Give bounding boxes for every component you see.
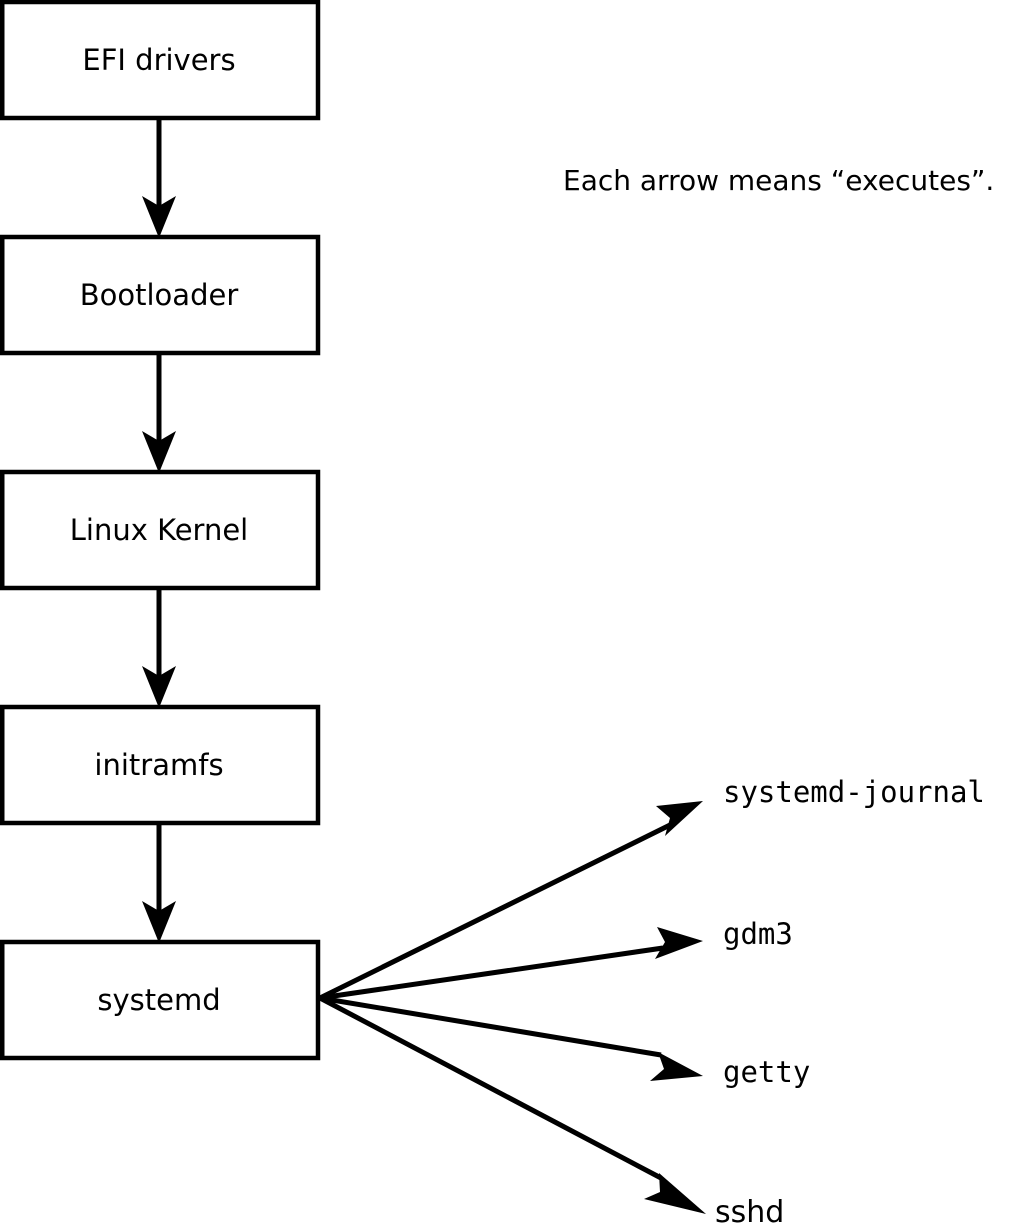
arrow-shaft <box>318 822 672 1001</box>
arrow-shaft <box>318 995 663 1181</box>
stage-box-rect <box>0 0 321 121</box>
diagram-caption: Each arrow means “executes”. <box>563 164 994 197</box>
stage-box-label: initramfs <box>94 748 223 782</box>
stage-box-initramfs[interactable]: initramfs <box>0 704 321 826</box>
stage-box-label: systemd <box>97 983 220 1017</box>
stage-box-rect <box>0 939 321 1061</box>
stage-box-label: Linux Kernel <box>70 513 248 547</box>
stage-box-label: EFI drivers <box>82 43 235 77</box>
arrow-linux-kernel-to-initramfs <box>142 588 176 708</box>
arrow-systemd-to-getty <box>319 995 703 1081</box>
stage-boxes: EFI drivers Bootloader Linux Kernel init… <box>0 0 321 1061</box>
arrow-systemd-to-gdm3 <box>319 927 703 1001</box>
arrow-head-icon <box>142 666 176 708</box>
arrow-head-icon <box>656 801 703 836</box>
process-label-getty[interactable]: getty <box>723 1055 810 1089</box>
arrow-systemd-to-sshd <box>318 995 706 1214</box>
process-labels: systemd-journal gdm3 getty sshd <box>715 775 985 1230</box>
arrow-systemd-to-systemd-journal <box>318 801 703 1001</box>
arrow-shaft <box>319 945 664 1001</box>
arrow-head-icon <box>142 901 176 943</box>
process-label-systemd-journal[interactable]: systemd-journal <box>723 775 985 809</box>
stage-box-efi-drivers[interactable]: EFI drivers <box>0 0 321 121</box>
arrow-head-icon <box>644 1173 706 1214</box>
vertical-arrows <box>142 118 176 943</box>
arrow-head-icon <box>650 1052 703 1081</box>
stage-box-linux-kernel[interactable]: Linux Kernel <box>0 469 321 591</box>
arrow-head-icon <box>655 927 703 959</box>
arrow-bootloader-to-linux-kernel <box>142 353 176 473</box>
process-label-sshd[interactable]: sshd <box>715 1195 784 1230</box>
arrow-efi-drivers-to-bootloader <box>142 118 176 238</box>
stage-box-systemd[interactable]: systemd <box>0 939 321 1061</box>
stage-box-rect <box>0 469 321 591</box>
fanout-arrows <box>318 801 706 1214</box>
arrow-head-icon <box>142 431 176 473</box>
arrow-shaft <box>319 995 662 1058</box>
process-label-gdm3[interactable]: gdm3 <box>723 917 793 951</box>
arrow-head-icon <box>142 196 176 238</box>
stage-box-bootloader[interactable]: Bootloader <box>0 234 321 356</box>
stage-box-label: Bootloader <box>80 278 239 312</box>
stage-box-rect <box>0 234 321 356</box>
arrow-initramfs-to-systemd <box>142 823 176 943</box>
